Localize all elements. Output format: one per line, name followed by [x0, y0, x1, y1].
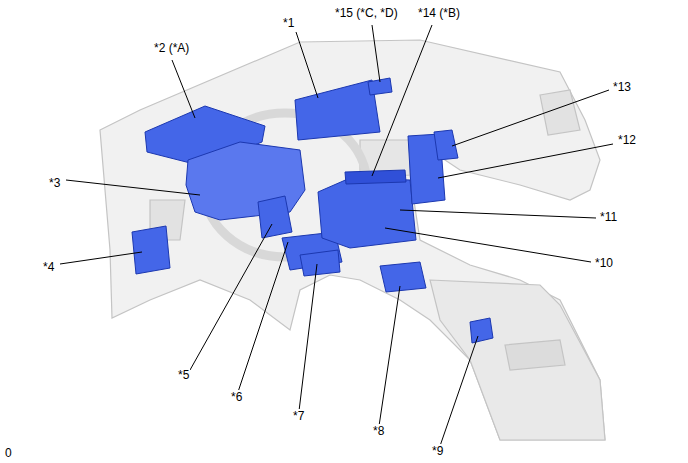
callout-number: *12 [617, 133, 637, 147]
column-part [300, 250, 340, 276]
callout-number: *2 (*A) [153, 41, 190, 55]
leader-line [385, 228, 591, 262]
callout-number: *1 [282, 16, 295, 30]
module-part [380, 262, 426, 292]
figure-number: 0 [4, 446, 13, 460]
leader-lines [60, 25, 613, 446]
leader-line [296, 32, 318, 98]
dashboard-outline [100, 40, 605, 440]
leader-line [172, 60, 195, 118]
center-console [430, 280, 605, 440]
leader-line [379, 286, 400, 426]
leader-line [440, 336, 478, 446]
callout-number: *3 [48, 176, 61, 190]
leader-line [438, 144, 613, 178]
rear-vent [505, 340, 565, 370]
callout-number: *5 [177, 368, 190, 382]
callout-number: *15 (*C, *D) [334, 6, 399, 20]
callout-number: *4 [42, 260, 55, 274]
leader-line [372, 25, 432, 176]
leader-line [238, 242, 288, 392]
panel-part [345, 170, 406, 184]
instrument-panel [100, 40, 605, 440]
switch-part [258, 196, 292, 238]
callout-number: *8 [372, 424, 385, 438]
leader-line [372, 25, 380, 82]
leader-line [452, 90, 609, 146]
module-part [132, 226, 170, 274]
callout-number: *9 [431, 444, 444, 458]
leader-line [299, 264, 317, 411]
leader-line [400, 210, 596, 218]
leader-line [190, 224, 272, 370]
connector-part [470, 318, 493, 343]
leader-line [60, 252, 142, 264]
display-part [295, 80, 380, 140]
callout-number: *6 [230, 390, 243, 404]
audio-part [318, 178, 416, 248]
leader-line [66, 180, 200, 195]
callout-number: *7 [292, 409, 305, 423]
callout-number: *10 [594, 256, 614, 270]
callout-number: *14 (*B) [417, 6, 461, 20]
callout-number: *11 [599, 210, 618, 224]
callout-number: *13 [612, 80, 632, 94]
